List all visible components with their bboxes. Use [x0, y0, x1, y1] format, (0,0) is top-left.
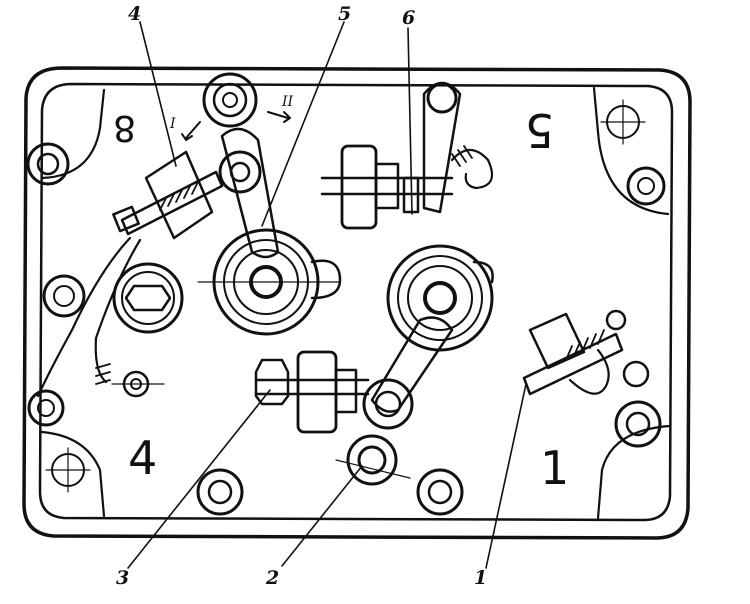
- stud-bottom-left: [45, 447, 91, 493]
- stud-top-right: [600, 99, 646, 145]
- stud-top-left: [26, 142, 70, 186]
- arrow-label-i: I: [169, 116, 176, 132]
- callout-4: 4: [128, 3, 141, 25]
- stud-left-mid: [42, 274, 86, 318]
- base-plate: [22, 66, 692, 540]
- panel-number-8: 8: [113, 107, 136, 148]
- contact-assembly-4: [112, 150, 224, 240]
- stud-left-lower: [27, 389, 65, 427]
- stud-right-upper: [626, 166, 666, 206]
- stud-right-lower: [614, 400, 662, 448]
- callout-5: 5: [338, 3, 351, 25]
- callout-2: 2: [265, 567, 279, 589]
- lever-lower: [335, 316, 454, 486]
- leader-lines: [127, 21, 527, 569]
- rotation-arrows: [181, 111, 291, 141]
- stud-bottom-mid-right: [416, 468, 464, 516]
- center-nut: [112, 262, 184, 334]
- callout-3: 3: [116, 567, 129, 589]
- contact-assembly-3: [254, 350, 370, 434]
- callout-6: 6: [402, 7, 415, 29]
- callout-1: 1: [474, 567, 487, 589]
- stud-bottom-mid-left: [196, 468, 244, 516]
- arrow-label-ii: II: [281, 94, 294, 110]
- contact-assembly-1: [522, 309, 627, 396]
- panel-number-1: 1: [540, 441, 569, 495]
- panel-number-4: 4: [128, 431, 157, 485]
- spring-hub-upper: [197, 228, 342, 336]
- panel-number-5: 5: [525, 103, 554, 157]
- spring-hub-lower: [386, 244, 494, 352]
- spring-wire-left: [36, 236, 165, 398]
- lever-upper: [202, 72, 280, 259]
- contact-assembly-6: [320, 81, 494, 230]
- stud-right-small: [622, 360, 650, 388]
